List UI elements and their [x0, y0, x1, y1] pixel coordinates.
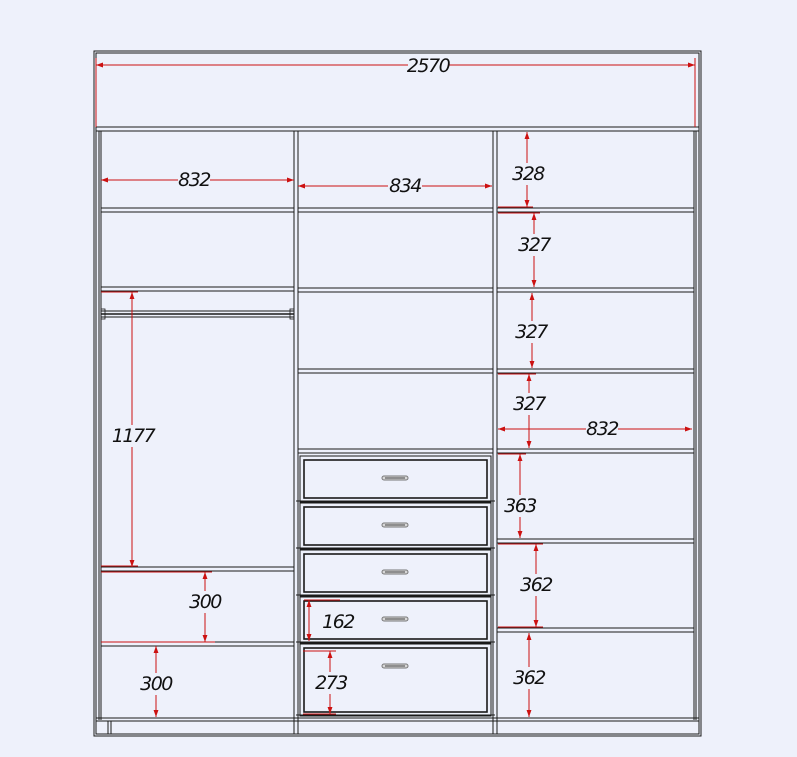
dim-left-width: 832 [178, 169, 210, 191]
label-mask [408, 54, 448, 76]
dim-right-shelf-7: 362 [513, 667, 545, 689]
outer-frame [93, 50, 702, 737]
drawer-2[interactable] [296, 502, 495, 550]
dim-right-shelf-2: 327 [518, 234, 551, 256]
dim-right-shelf-6: 362 [520, 574, 552, 596]
drawer-1[interactable] [296, 455, 495, 503]
dim-hanging-height: 1177 [112, 425, 156, 447]
drawer-handle-icon[interactable] [381, 522, 409, 528]
dimension-labels: 2570 832 834 832 1177 300 300 162 273 32… [112, 54, 620, 695]
drawer-handle-icon[interactable] [381, 569, 409, 575]
dim-right-shelf-5: 363 [504, 495, 536, 517]
dim-right-shelf-1: 328 [512, 163, 545, 185]
dim-right-shelf-4: 327 [513, 393, 546, 415]
dim-right-shelf-3: 327 [515, 321, 548, 343]
drawer-handle-icon[interactable] [381, 663, 409, 669]
drawer-5[interactable] [296, 643, 495, 717]
dim-left-shelf-upper: 300 [189, 591, 222, 613]
dim-right-width: 832 [586, 418, 618, 440]
drawer-3[interactable] [296, 549, 495, 597]
drawer-handle-icon[interactable] [381, 616, 409, 622]
dim-left-shelf-lower: 300 [140, 673, 173, 695]
dim-middle-width: 834 [389, 175, 421, 197]
right-column-shelves [497, 207, 694, 633]
middle-column-shelves [298, 207, 493, 454]
drawers [296, 455, 495, 717]
drawer-handle-icon[interactable] [381, 475, 409, 481]
wardrobe-structure [93, 50, 702, 737]
drawer-4[interactable] [296, 596, 495, 644]
hanging-rail [100, 308, 295, 320]
outer-frame-inner [95, 52, 700, 735]
dim-bottom-drawer-height: 273 [315, 672, 347, 694]
dim-drawer-height: 162 [322, 611, 354, 633]
dim-overall-width: 2570 [407, 55, 451, 77]
